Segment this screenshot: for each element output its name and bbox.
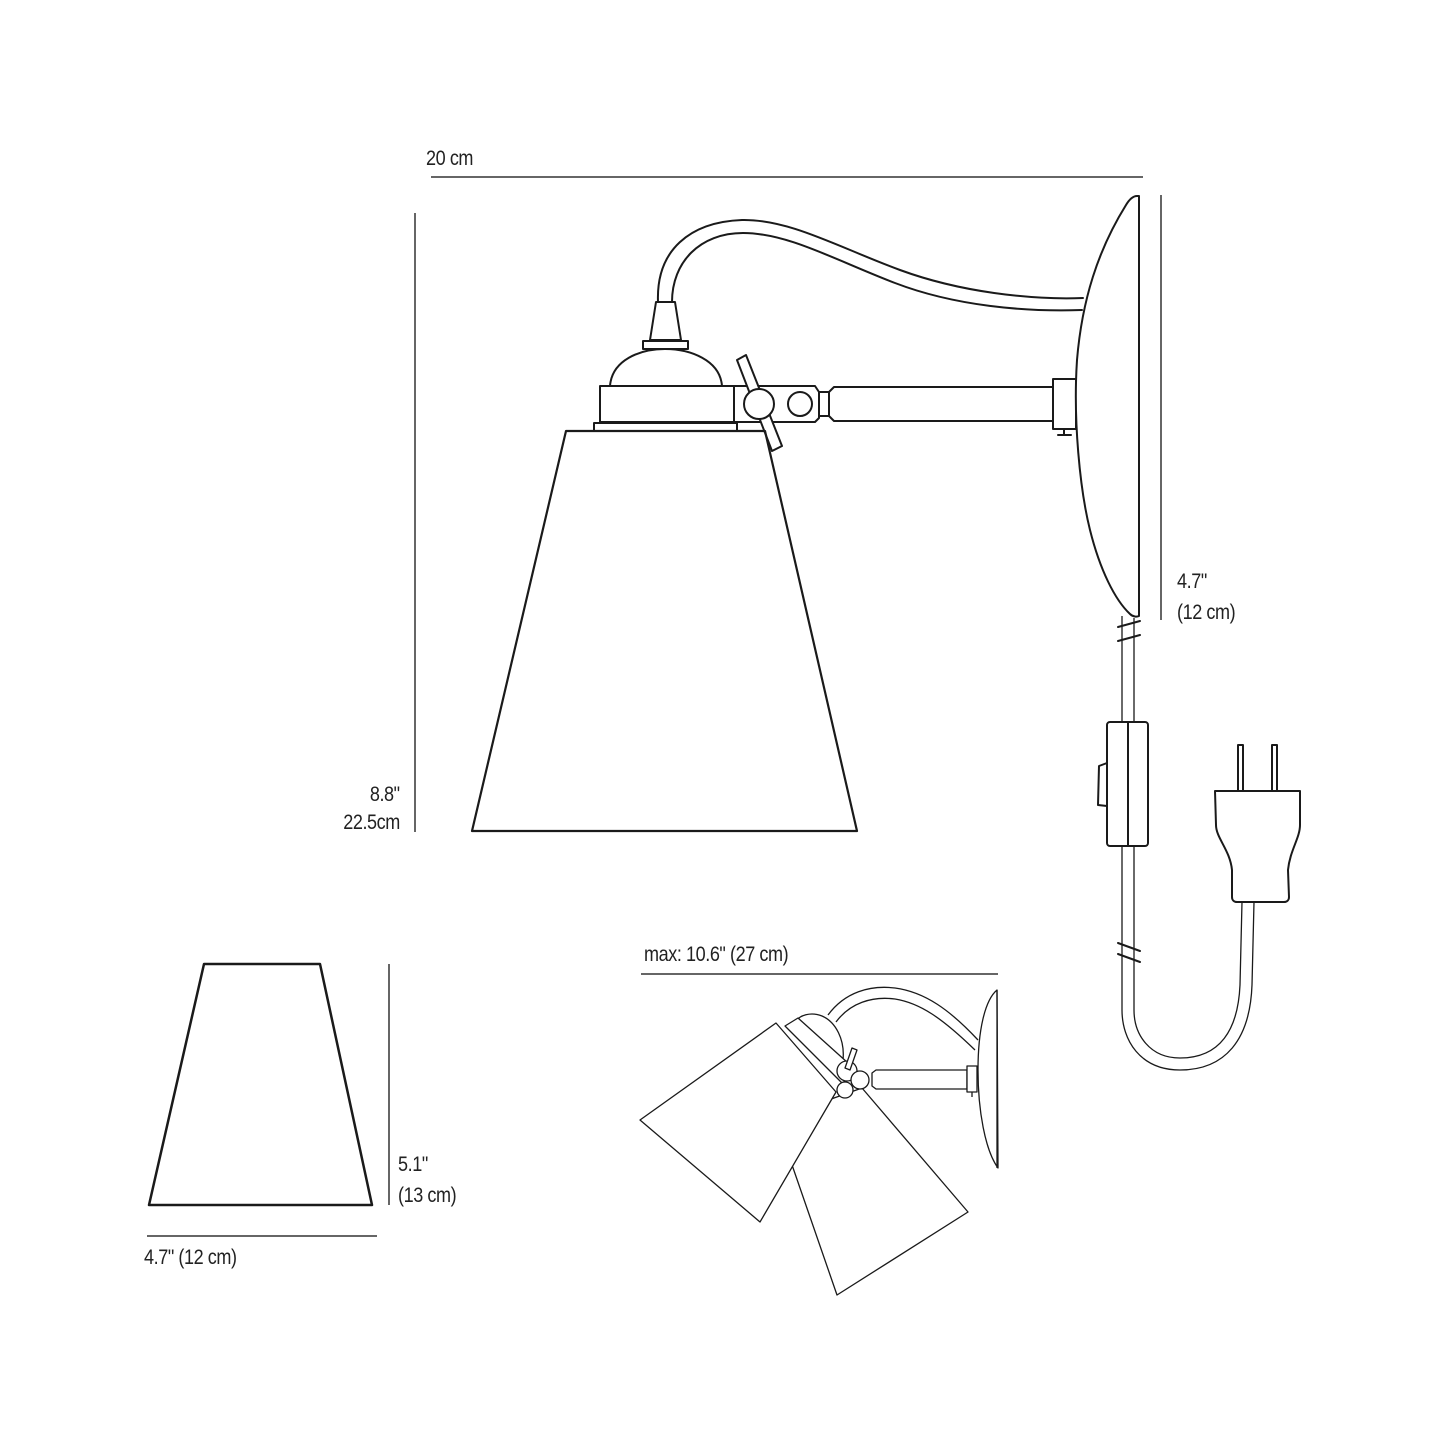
swivel-lamp-view: [639, 986, 999, 1296]
cord-grip: [649, 301, 682, 341]
lampholder-dome: [609, 348, 723, 387]
plug-icon: [1214, 744, 1301, 903]
shade-height-label-cm: (13 cm): [398, 1184, 457, 1207]
pivot-bolt: [787, 391, 813, 417]
set-screw: [1057, 428, 1072, 436]
backplate: [1074, 195, 1140, 618]
knuckle-collar: [818, 391, 830, 417]
reach-label: max: 10.6" (27 cm): [644, 943, 789, 966]
wing-screw-icon: [736, 354, 783, 452]
main-height-label-in: 8.8": [370, 783, 400, 806]
power-cord-upper: [1117, 616, 1141, 721]
shade-height-label-in: 5.1": [398, 1153, 428, 1176]
main-height-label-cm: 22.5cm: [343, 811, 400, 834]
backplate-height-label-cm: (12 cm): [1177, 601, 1236, 624]
lampholder-ring: [593, 422, 738, 432]
backplate-height-label-in: 4.7": [1177, 570, 1207, 593]
main-width-label: 20 cm: [426, 147, 474, 170]
lampholder-body: [599, 385, 735, 423]
power-cord-loop: [1117, 846, 1255, 1071]
shade-detail: [147, 962, 374, 1207]
cord-grip-collar: [642, 340, 689, 350]
arm-tube: [828, 386, 1054, 422]
main-shade: [470, 429, 859, 833]
supply-cord-arc: [656, 218, 1084, 312]
shade-width-label: 4.7" (12 cm): [144, 1246, 237, 1269]
arm-mount: [1052, 378, 1077, 430]
inline-switch-icon: [1097, 721, 1149, 847]
